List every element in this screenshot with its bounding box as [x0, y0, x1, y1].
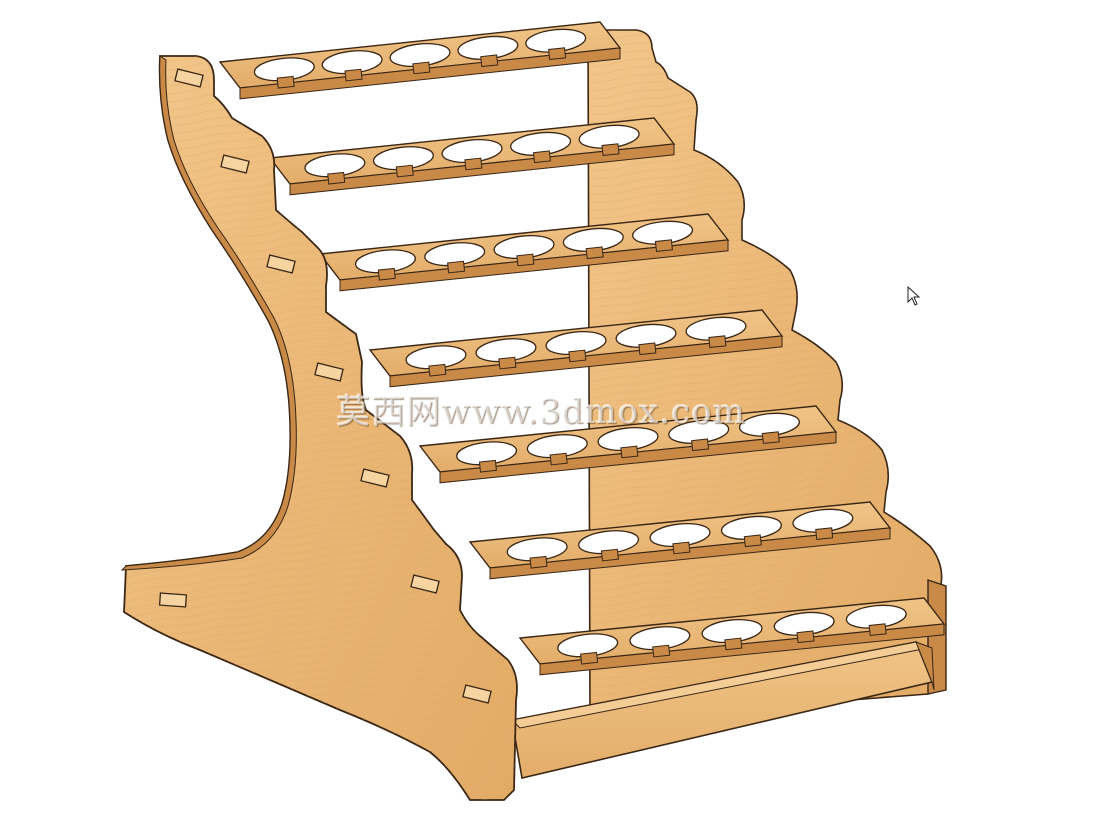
hole-neck-notch: [868, 623, 887, 637]
hole-neck-notch: [708, 335, 727, 349]
hole-neck-notch: [529, 555, 548, 569]
hole-neck-notch: [344, 68, 363, 82]
hole-neck-notch: [549, 452, 568, 466]
shelf-tier: [368, 309, 784, 388]
hole-neck-notch: [498, 356, 517, 370]
hole-neck-notch: [654, 239, 673, 253]
hole-neck-notch: [478, 459, 497, 473]
hole-neck-notch: [395, 164, 414, 178]
shelf-tier: [268, 117, 676, 196]
hole-neck-notch: [652, 644, 671, 658]
shelf-tier: [518, 597, 946, 676]
arrow-pointer-icon: [907, 286, 921, 306]
hole-neck-notch: [601, 143, 620, 157]
hole-neck-notch: [377, 267, 396, 281]
hole-neck-notch: [796, 630, 815, 644]
hole-neck-notch: [580, 651, 599, 665]
hole-neck-notch: [480, 54, 499, 68]
hole-neck-notch: [691, 438, 710, 452]
watermark-text: 莫西网www.3dmox.com: [336, 392, 746, 432]
hole-neck-notch: [516, 253, 535, 267]
hole-neck-notch: [638, 342, 657, 356]
bottom-rail: [510, 641, 935, 779]
hole-neck-notch: [620, 445, 639, 459]
hole-neck-notch: [743, 534, 762, 548]
hole-neck-notch: [672, 541, 691, 555]
shelf-tiers: [218, 21, 946, 676]
hole-neck-notch: [327, 171, 346, 185]
hole-neck-notch: [412, 61, 431, 75]
hole-neck-notch: [532, 150, 551, 164]
hole-neck-notch: [568, 349, 587, 363]
hole-neck-notch: [447, 260, 466, 274]
shelf-tier: [318, 213, 730, 292]
hole-neck-notch: [548, 47, 567, 61]
hole-neck-notch: [815, 527, 834, 541]
hole-neck-notch: [585, 246, 604, 260]
hole-neck-notch: [276, 75, 295, 89]
hole-neck-notch: [600, 548, 619, 562]
hole-neck-notch: [761, 431, 780, 445]
shelf-tier: [418, 405, 838, 484]
left-side-panel: [120, 55, 518, 801]
hole-neck-notch: [724, 637, 743, 651]
shelf-tier: [468, 501, 892, 580]
shelf-tier: [218, 21, 622, 100]
hole-neck-notch: [428, 363, 447, 377]
hole-neck-notch: [464, 157, 483, 171]
